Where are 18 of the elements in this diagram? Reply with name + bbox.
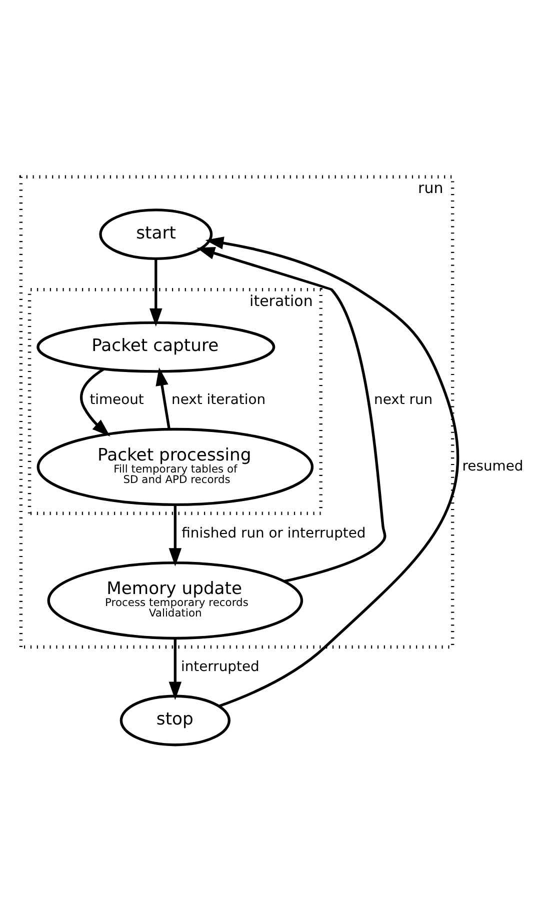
- arrow: [168, 504, 182, 566]
- edge-label: interrupted: [180, 658, 260, 674]
- arrow: [205, 236, 459, 707]
- edge-label: next run: [374, 391, 433, 408]
- arrow: [80, 367, 110, 436]
- node-ellipse: Memory update Process temporary records Validation: [47, 561, 304, 640]
- node-ellipse: stop: [120, 694, 230, 746]
- node-ellipse: Packet processing Fill temporary tables of SD and APD records: [36, 427, 314, 506]
- arrow: [168, 638, 182, 700]
- edge-label: timeout: [90, 391, 144, 408]
- edge-label: finished run or interrupted: [182, 524, 366, 541]
- edge-label: next iteration: [172, 391, 266, 408]
- node-ellipse: start: [99, 208, 213, 260]
- edge-label: resumed: [462, 458, 524, 474]
- arrow: [150, 258, 162, 326]
- arrow: [156, 366, 170, 428]
- arrow: [196, 246, 386, 582]
- node-ellipse: Packet capture: [36, 320, 276, 372]
